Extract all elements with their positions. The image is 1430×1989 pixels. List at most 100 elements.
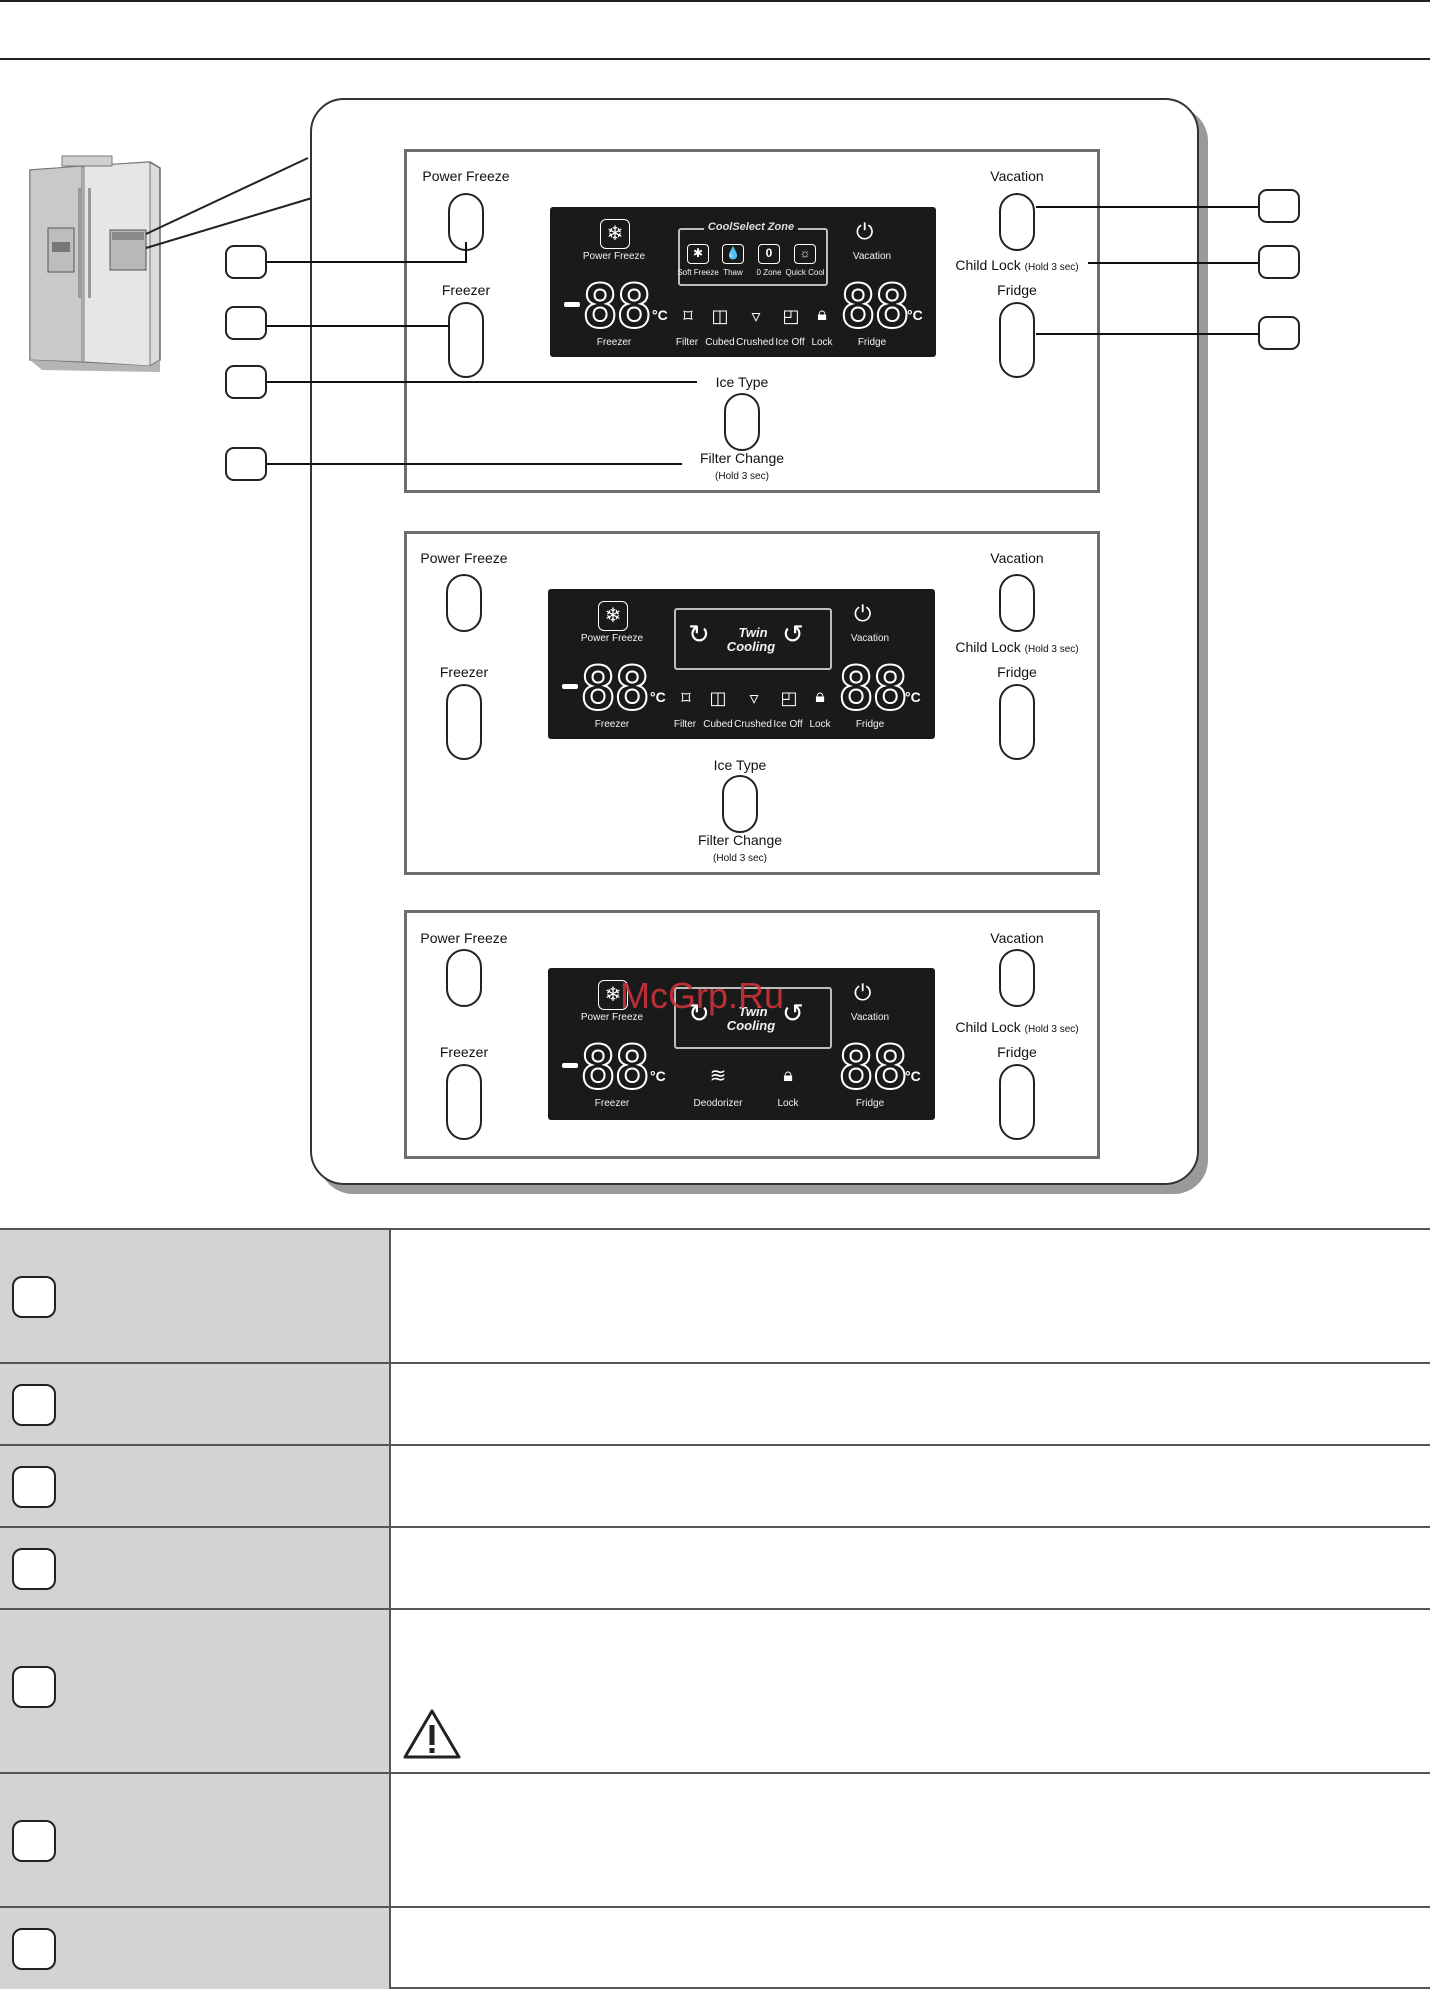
display-panel-1: ❄ Power Freeze CoolSelect Zone ✱ 💧 0 ☼ S… [550,207,936,357]
callout-marker [1258,245,1300,279]
leader-line [465,242,467,263]
table-row-header [0,1230,391,1364]
vacation-button[interactable] [999,949,1035,1007]
header-rule [0,58,1430,60]
fridge-button[interactable] [999,684,1035,760]
row-number-box [12,1666,56,1708]
child-lock-label: Child Lock (Hold 3 sec) [955,257,1078,273]
rotate-right-icon: ↺ [782,998,804,1028]
fridge-unit: °C [905,689,921,705]
child-lock-text: Child Lock [955,639,1021,655]
table-row [0,1444,1430,1528]
callout-marker [1258,316,1300,350]
callout-marker [225,365,267,399]
deodorizer-label: Deodorizer [693,1098,743,1109]
freezer-label: Freezer [439,1044,489,1060]
cubed-ice-icon: ◫ [711,306,729,326]
lock-icon: 🔒︎ [817,304,827,324]
fridge-indicator: Fridge [855,719,885,730]
power-freeze-button[interactable] [446,574,482,632]
freezer-unit: °C [650,1068,666,1084]
freezer-indicator: Freezer [594,1098,630,1109]
fridge-button[interactable] [999,1064,1035,1140]
cubed-ice-icon: ◫ [709,688,727,708]
table-row-header [0,1446,391,1528]
ice-type-button[interactable] [724,393,760,451]
refrigerator-illustration [29,155,313,372]
freezer-button[interactable] [446,1064,482,1140]
table-row [0,1362,1430,1446]
zero-zone-label: 0 Zone [756,268,782,277]
power-freeze-indicator: Power Freeze [580,633,644,644]
child-lock-text: Child Lock [955,257,1021,273]
row-number-box [12,1928,56,1970]
child-lock-label: Child Lock (Hold 3 sec) [955,1019,1078,1035]
fridge-temperature-digits: 88 [839,272,911,342]
snowflake-icon: ❄ [600,219,630,249]
leader-line [267,381,697,383]
ice-type-button[interactable] [722,775,758,833]
freezer-button[interactable] [446,684,482,760]
ice-off-icon: ◰ [782,306,800,326]
rotate-left-icon: ↻ [688,998,710,1028]
vacation-label: Vacation [990,550,1044,566]
power-freeze-label: Power Freeze [420,550,508,566]
leader-line [267,463,682,465]
table-row-header [0,1774,391,1908]
leader-line [267,325,450,327]
power-freeze-indicator: Power Freeze [580,1012,644,1023]
fridge-indicator: Fridge [855,1098,885,1109]
vacation-plug-icon: ⏻ [856,219,874,244]
vacation-indicator: Vacation [850,1012,890,1023]
vacation-indicator: Vacation [852,251,892,262]
crushed-label: Crushed [736,337,774,348]
freezer-indicator: Freezer [596,337,632,348]
freezer-button[interactable] [448,302,484,378]
filter-label: Filter [675,337,699,348]
vacation-label: Vacation [990,930,1044,946]
table-row-header [0,1908,391,1989]
freezer-unit: °C [650,689,666,705]
vacation-label: Vacation [990,168,1044,184]
table-row [0,1526,1430,1610]
vacation-plug-icon: ⏻ [854,601,872,626]
quick-cool-label: Quick Cool [785,268,825,277]
thaw-icon: 💧 [722,244,744,264]
snowflake-icon: ❄ [598,601,628,631]
freezer-label: Freezer [441,282,491,298]
filter-change-hold: (Hold 3 sec) [713,853,767,864]
lock-label: Lock [811,337,833,348]
twin-cooling-line1: Twin [738,625,768,640]
leader-line [1036,206,1258,208]
row-number-box [12,1384,56,1426]
fridge-indicator: Fridge [857,337,887,348]
callout-marker [225,447,267,481]
lock-label: Lock [777,1098,799,1109]
vacation-button[interactable] [999,574,1035,632]
table-row [0,1906,1430,1989]
freezer-minus-segment [564,302,580,307]
power-freeze-label: Power Freeze [422,168,510,184]
display-panel-3: ❄ Power Freeze ↻ ↺ Twin Cooling ⏻ Vacati… [548,968,935,1120]
callout-marker [225,245,267,279]
table-row-header [0,1364,391,1446]
display-panel-2: ❄ Power Freeze ↻ ↺ Twin Cooling ⏻ Vacati… [548,589,935,739]
crushed-ice-icon: ▿ [749,688,759,708]
deodorizer-icon: ≋ [709,1065,727,1087]
twin-cooling-box [674,987,832,1049]
row-number-box [12,1276,56,1318]
table-row [0,1228,1430,1364]
vacation-button[interactable] [999,193,1035,251]
freezer-minus-segment [562,1063,578,1068]
fridge-button[interactable] [999,302,1035,378]
power-freeze-indicator: Power Freeze [582,251,646,262]
filter-label: Filter [673,719,697,730]
power-freeze-button[interactable] [446,949,482,1007]
fridge-unit: °C [907,307,923,323]
twin-cooling-line2: Cooling [726,639,776,654]
table-row [0,1608,1430,1774]
child-lock-label: Child Lock (Hold 3 sec) [955,639,1078,655]
table-row-header [0,1610,391,1774]
freezer-temperature-digits: 88 [579,1033,651,1103]
child-lock-hold-text: (Hold 3 sec) [1024,1024,1079,1035]
